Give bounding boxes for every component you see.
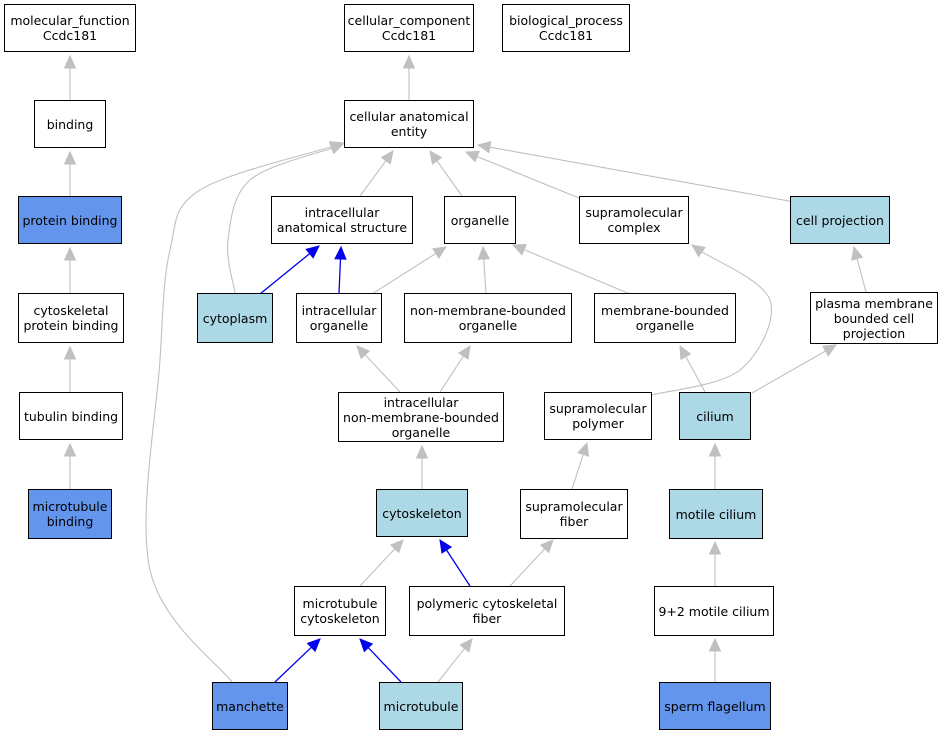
edge-cell_projection-to-cae-arrowhead [476, 141, 492, 154]
edge-organelle-to-cae-arrowhead [429, 150, 443, 165]
edge-cytoplasm-to-ias-arrowhead [305, 245, 320, 259]
node-tubulin-binding[interactable]: tubulin binding [19, 392, 123, 440]
edge-cilium-to-mbo-arrowhead [679, 344, 692, 360]
node-nine-two[interactable]: 9+2 motile cilium [654, 586, 774, 636]
edge-cilium-to-mbo [684, 354, 706, 393]
node-cytoskeleton[interactable]: cytoskeleton [376, 489, 468, 537]
node-cpb[interactable]: cytoskeletal protein binding [18, 293, 124, 343]
node-mbo[interactable]: membrane-bounded organelle [594, 293, 736, 343]
edge-pcf-to-smf-arrowhead [539, 539, 554, 554]
node-ias[interactable]: intracellular anatomical structure [271, 196, 413, 244]
node-cilium[interactable]: cilium [679, 392, 751, 440]
edge-cytoplasm-to-ias [259, 251, 312, 295]
edge-smc-to-cae [475, 155, 580, 199]
node-pcf[interactable]: polymeric cytoskeletal fiber [409, 586, 565, 636]
edge-smc-to-cae-arrowhead [464, 150, 480, 163]
edge-io-to-organelle [371, 251, 438, 295]
edge-pmbcp-to-cell_projection [856, 256, 867, 293]
edge-mbo-to-organelle [522, 248, 631, 295]
node-inmbo[interactable]: intracellular non-membrane-bounded organ… [338, 392, 504, 442]
edge-inmbo-to-io [363, 352, 401, 393]
edge-mt_binding-to-tubulin_binding-arrowhead [63, 442, 77, 457]
edge-microtubule-to-mt_cytoskeleton [366, 645, 402, 683]
edge-mt_cytoskeleton-to-cytoskeleton-arrowhead [389, 539, 404, 554]
node-organelle[interactable]: organelle [444, 196, 516, 244]
node-pmbcp[interactable]: plasma membrane bounded cell projection [810, 292, 938, 344]
edge-cilium-to-pmbcp-arrowhead [822, 344, 838, 357]
edge-smp-to-smc-arrowhead [691, 244, 706, 258]
edge-motile_cilium-to-cilium-arrowhead [708, 442, 722, 457]
edge-smf-to-smp [571, 452, 585, 490]
node-smc[interactable]: supramolecular complex [579, 196, 689, 244]
edge-manchette-to-cae-arrowhead [329, 140, 345, 153]
node-nmbo[interactable]: non-membrane-bounded organelle [404, 293, 572, 343]
edge-nmbo-to-organelle [483, 256, 487, 294]
node-microtubule[interactable]: microtubule [379, 682, 463, 730]
node-manchette[interactable]: manchette [212, 682, 288, 730]
edge-pcf-to-cytoskeleton [444, 548, 471, 587]
edge-inmbo-to-nmbo-arrowhead [457, 344, 471, 360]
edge-cytoplasm-to-cae [226, 147, 334, 294]
edge-manchette-to-mt_cytoskeleton [274, 645, 314, 683]
edge-tubulin_binding-to-cpb-arrowhead [63, 345, 77, 360]
edge-ias-to-cae [359, 158, 388, 197]
edge-pcf-to-cytoskeleton-arrowhead [439, 538, 453, 554]
edge-manchette-to-mt_cytoskeleton-arrowhead [306, 638, 321, 653]
edge-mbo-to-organelle-arrowhead [511, 244, 527, 256]
node-binding[interactable]: binding [34, 100, 106, 148]
edge-cell_projection-to-cae [487, 146, 801, 204]
node-cae[interactable]: cellular anatomical entity [344, 100, 474, 148]
edge-io-to-ias [338, 256, 342, 294]
node-motile-cilium[interactable]: motile cilium [669, 489, 763, 539]
node-smp[interactable]: supramolecular polymer [544, 392, 652, 440]
node-protein-binding[interactable]: protein binding [18, 196, 122, 244]
node-cc[interactable]: cellular_component Ccdc181 [344, 4, 474, 52]
edge-manchette-to-cae [145, 145, 334, 683]
edge-protein_binding-to-binding-arrowhead [63, 150, 77, 165]
edge-io-to-organelle-arrowhead [432, 246, 448, 260]
edge-cpb-to-protein_binding-arrowhead [63, 246, 77, 261]
edge-cilium-to-pmbcp [751, 349, 828, 394]
edge-inmbo-to-nmbo [439, 354, 465, 393]
node-mf[interactable]: molecular_function Ccdc181 [4, 4, 136, 52]
edge-microtubule-to-mt_cytoskeleton-arrowhead [359, 638, 374, 653]
node-cytoplasm[interactable]: cytoplasm [197, 293, 273, 343]
node-smf[interactable]: supramolecular fiber [520, 489, 628, 539]
edge-sperm_flagellum-to-nine_two-arrowhead [708, 637, 722, 652]
edge-mt_cytoskeleton-to-cytoskeleton [359, 546, 397, 587]
edge-binding-to-mf-arrowhead [63, 54, 77, 69]
node-mt-cytoskeleton[interactable]: microtubule cytoskeleton [294, 586, 386, 636]
node-bp[interactable]: biological_process Ccdc181 [502, 4, 630, 52]
edge-organelle-to-cae [435, 158, 463, 197]
edge-smp-to-smc [651, 250, 772, 396]
node-sperm-flagellum[interactable]: sperm flagellum [659, 682, 771, 730]
node-cell-projection[interactable]: cell projection [790, 196, 890, 244]
edge-nmbo-to-organelle-arrowhead [477, 245, 491, 260]
edge-smf-to-smp-arrowhead [577, 441, 590, 457]
edge-nine_two-to-motile_cilium-arrowhead [708, 540, 722, 555]
node-mt-binding[interactable]: microtubule binding [28, 489, 112, 539]
edge-inmbo-to-io-arrowhead [356, 345, 371, 360]
edge-pmbcp-to-cell_projection-arrowhead [851, 245, 864, 261]
edge-microtubule-to-pcf [437, 646, 467, 683]
edge-ias-to-cae-arrowhead [380, 150, 394, 165]
node-io[interactable]: intracellular organelle [296, 293, 382, 343]
edge-cae-to-cc-arrowhead [402, 54, 416, 69]
edge-microtubule-to-pcf-arrowhead [459, 638, 473, 653]
edge-pcf-to-smf [509, 546, 547, 587]
edge-cytoskeleton-to-inmbo-arrowhead [415, 444, 429, 459]
edge-io-to-ias-arrowhead [334, 245, 347, 260]
